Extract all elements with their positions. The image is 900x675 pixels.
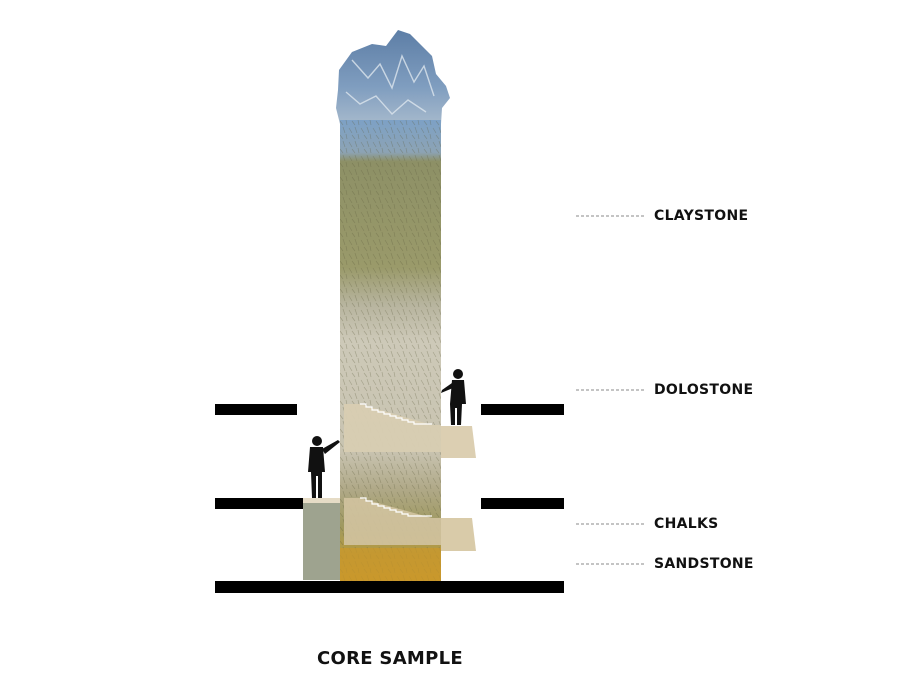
label-claystone: CLAYSTONE [654,208,748,224]
ice-crystal-top [336,30,450,124]
diagram-caption: CORE SAMPLE [240,648,540,670]
floor-slab-ground [215,581,564,593]
left-platform-top [303,498,341,503]
sandstone-band [340,548,441,581]
upper-right-ledge [441,426,476,458]
label-dolostone: DOLOSTONE [654,382,753,398]
floor-slab-upper-right [481,404,564,415]
floor-slab-upper-left [215,404,297,415]
floor-slab-middle-right [481,498,564,509]
left-pillar [303,502,341,580]
person-silhouette-lower [308,436,340,498]
lower-right-ledge [441,518,476,551]
person-silhouette-upper [441,369,466,425]
label-sandstone: SANDSTONE [654,556,754,572]
label-chalks: CHALKS [654,516,718,532]
